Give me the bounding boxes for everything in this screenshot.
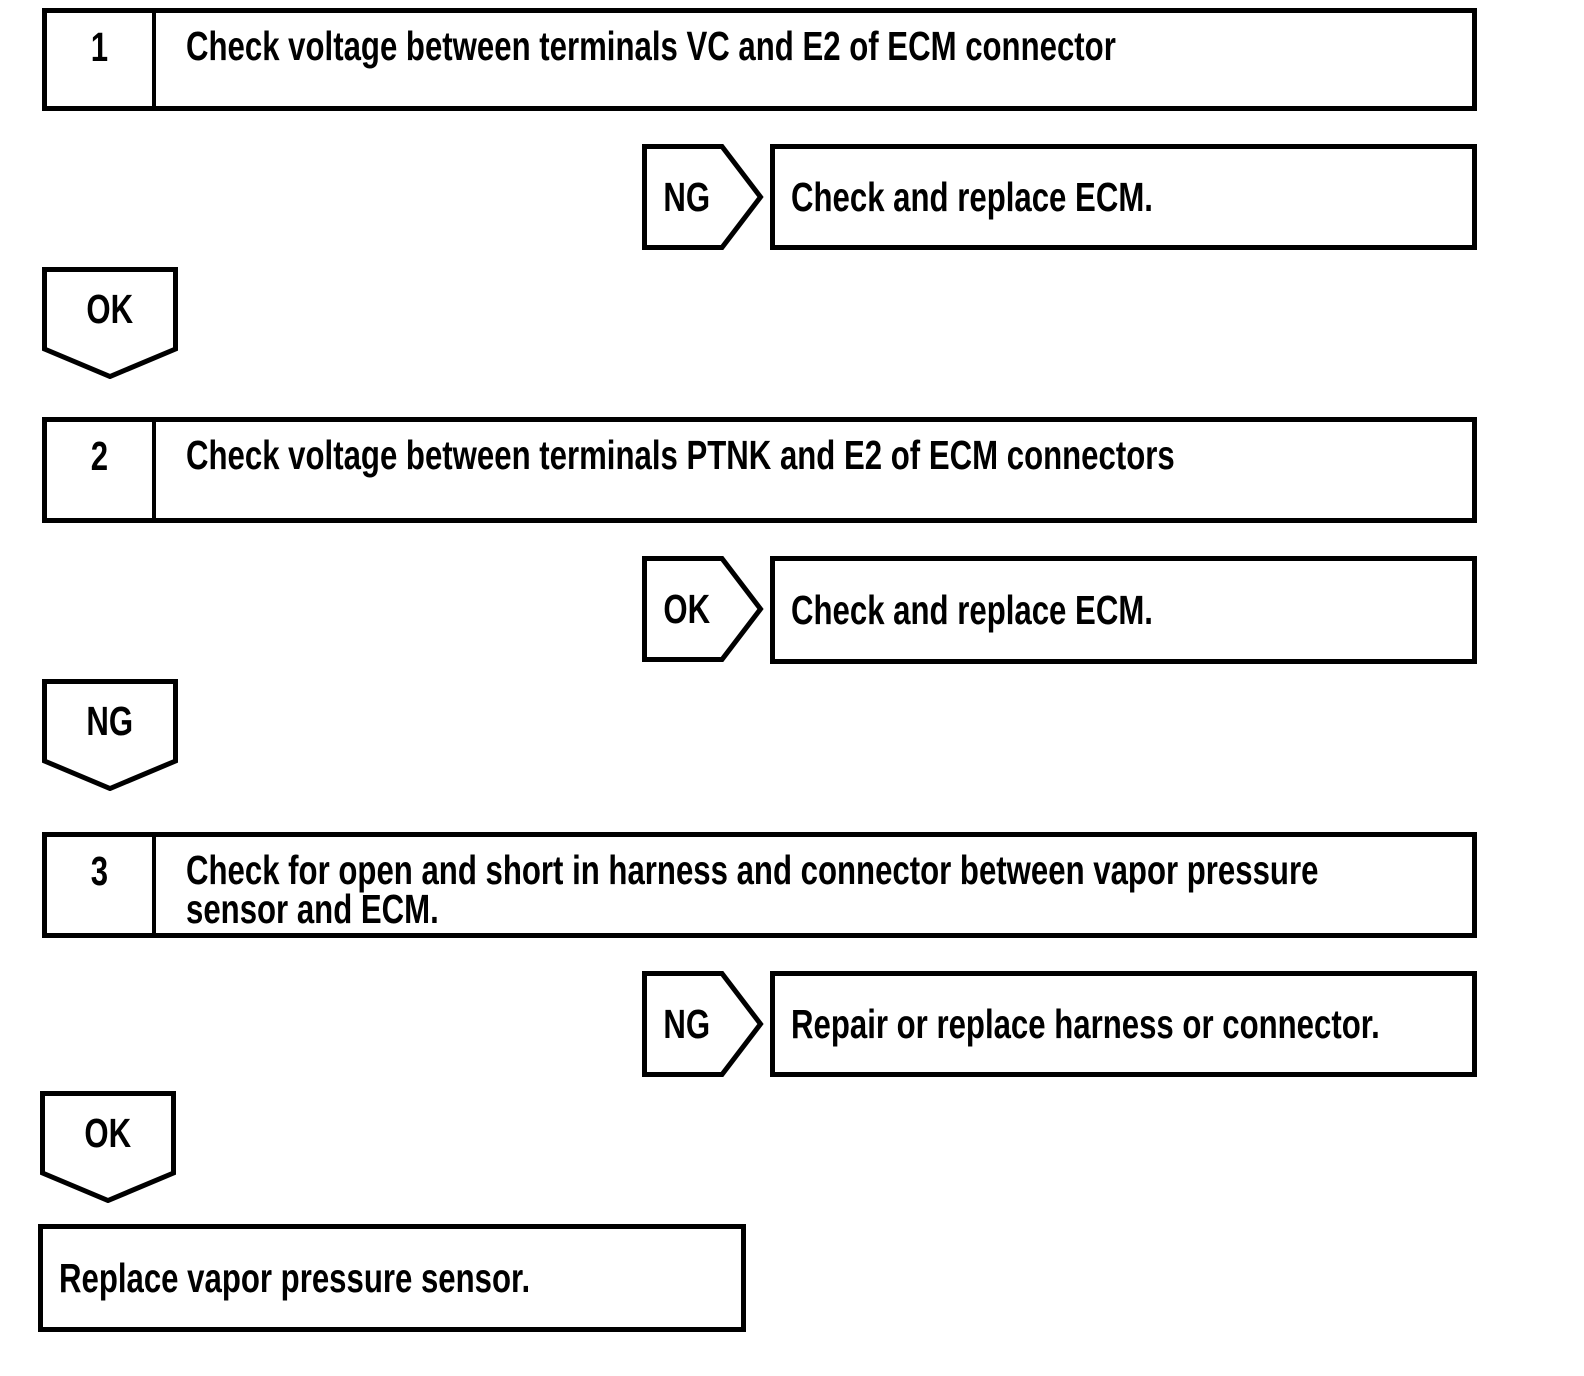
arrow-down-pentagon-icon (42, 267, 178, 379)
connector-label: OK (84, 1109, 132, 1156)
branch-label: OK (663, 585, 711, 632)
connector-label-wrap: OK (42, 267, 178, 351)
step-title: Check voltage between terminals VC and E… (186, 23, 1116, 69)
ng-branch-arrow-3: NG (642, 971, 764, 1077)
step-3-title-cell: Check for open and short in harness and … (156, 837, 1584, 933)
branch-label-wrap: NG (642, 971, 732, 1077)
result-text: Repair or replace harness or connector. (791, 1000, 1380, 1047)
result-text: Check and replace ECM. (791, 586, 1153, 633)
step-2-title-cell: Check voltage between terminals PTNK and… (156, 422, 1487, 518)
final-action-box: Replace vapor pressure sensor. (38, 1224, 746, 1332)
connector-label: NG (86, 697, 134, 744)
arrow-right-pentagon-icon (642, 556, 764, 662)
step-2-box: 2 Check voltage between terminals PTNK a… (42, 417, 1477, 523)
ok-branch-arrow-2: OK (642, 556, 764, 662)
arrow-right-pentagon-icon (642, 144, 764, 250)
branch-label-wrap: NG (642, 144, 732, 250)
step-title: Check voltage between terminals PTNK and… (186, 432, 1175, 478)
branch-label: NG (663, 1000, 711, 1047)
step-number: 1 (90, 24, 109, 70)
step-title: Check for open and short in harness and … (186, 847, 1319, 932)
step-1-number-cell: 1 (47, 13, 156, 106)
step-2-number-cell: 2 (47, 422, 156, 518)
step-3-box: 3 Check for open and short in harness an… (42, 832, 1477, 938)
connector-label-wrap: NG (42, 679, 178, 763)
result-text: Check and replace ECM. (791, 173, 1153, 220)
ok-down-connector-1: OK (42, 267, 178, 379)
step-1-box: 1 Check voltage between terminals VC and… (42, 8, 1477, 111)
arrow-right-pentagon-icon (642, 971, 764, 1077)
ng-down-connector-2: NG (42, 679, 178, 791)
final-action-text: Replace vapor pressure sensor. (59, 1254, 531, 1301)
connector-label: OK (86, 285, 134, 332)
step-1-title-cell: Check voltage between terminals VC and E… (156, 13, 1409, 106)
arrow-down-pentagon-icon (40, 1091, 176, 1203)
step-number: 2 (90, 433, 109, 479)
branch-label-wrap: OK (642, 556, 732, 662)
step-3-number-cell: 3 (47, 837, 156, 933)
result-box-3: Repair or replace harness or connector. (770, 971, 1477, 1077)
ok-down-connector-3: OK (40, 1091, 176, 1203)
arrow-down-pentagon-icon (42, 679, 178, 791)
branch-label: NG (663, 173, 711, 220)
result-box-1: Check and replace ECM. (770, 144, 1477, 250)
step-number: 3 (90, 848, 109, 894)
connector-label-wrap: OK (40, 1091, 176, 1175)
result-box-2: Check and replace ECM. (770, 556, 1477, 664)
ng-branch-arrow-1: NG (642, 144, 764, 250)
